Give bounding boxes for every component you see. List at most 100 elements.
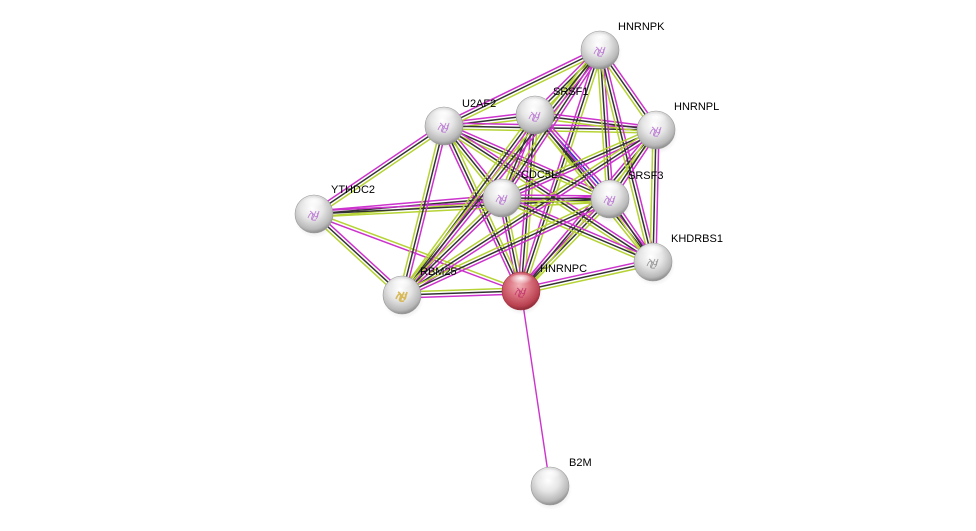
node-label: KHDRBS1 — [671, 233, 723, 245]
edge-line-experimental — [403, 199, 505, 298]
edge-line-coexpression — [401, 49, 601, 296]
edge-hnrnpl-cdc5l[interactable] — [500, 126, 658, 202]
node-b2m[interactable]: B2M — [530, 457, 592, 510]
edge-line-textmining — [444, 52, 602, 130]
node-highlight — [641, 245, 665, 258]
node-highlight — [432, 109, 456, 122]
edge-line-experimental — [520, 290, 551, 487]
edge-line-experimental — [502, 194, 655, 260]
edge-cdc5l-rbm25[interactable] — [399, 195, 505, 298]
node-label: U2AF2 — [462, 98, 496, 110]
edge-line-textmining — [398, 125, 442, 295]
node-label: HNRNPK — [618, 21, 665, 33]
edge-line-experimental — [442, 46, 600, 124]
edge-line-textmining — [398, 112, 534, 294]
edge-line-textmining — [399, 195, 501, 294]
edge-line-coexpression — [599, 49, 654, 263]
edge-line-coexpression — [501, 197, 654, 263]
protein-structure-icon — [437, 122, 450, 133]
node-hnrnpk[interactable]: HNRNPK — [580, 21, 665, 74]
protein-structure-icon — [603, 195, 616, 206]
node-label: CDC5L — [521, 169, 557, 181]
node-highlight — [644, 113, 668, 126]
node-label: YTHDC2 — [331, 184, 375, 196]
node-hnrnpc[interactable]: HNRNPC — [501, 263, 587, 315]
node-label: HNRNPL — [674, 101, 719, 113]
edge-hnrnpc-ythdc2[interactable] — [313, 211, 522, 294]
edge-hnrnpk-khdrbs1[interactable] — [596, 49, 657, 263]
edge-line-coexpression — [443, 49, 601, 127]
edge-line-textmining — [399, 126, 655, 294]
edge-line-coexpression — [401, 198, 611, 296]
protein-structure-icon — [395, 291, 408, 302]
node-highlight — [490, 181, 514, 194]
edge-u2af2-rbm25[interactable] — [398, 125, 448, 296]
edge-cdc5l-khdrbs1[interactable] — [500, 194, 655, 266]
edge-line-experimental — [404, 126, 448, 296]
edge-line-coexpression — [520, 261, 654, 292]
edge-line-experimental — [313, 214, 521, 294]
node-highlight — [598, 182, 622, 195]
edge-line-textmining — [400, 195, 610, 293]
edge-hnrnpc-b2m[interactable] — [520, 290, 551, 487]
node-hnrnpl[interactable]: HNRNPL — [636, 101, 719, 154]
protein-structure-icon — [307, 210, 320, 221]
edge-line-coexpression — [401, 114, 536, 296]
edge-line-textmining — [314, 211, 522, 291]
node-label: SRSF1 — [553, 86, 588, 98]
node-srsf1[interactable]: SRSF1 — [515, 86, 588, 139]
node-ythdc2[interactable]: YTHDC2 — [294, 184, 375, 238]
edge-line-textmining — [399, 47, 599, 294]
edge-line-experimental — [502, 132, 658, 202]
edge-line-experimental — [403, 131, 659, 299]
node-highlight — [538, 469, 562, 482]
edge-line-coexpression — [401, 197, 503, 296]
edge-line-experimental — [445, 122, 656, 261]
edge-hnrnpk-srsf3[interactable] — [596, 49, 614, 200]
edge-line-coexpression — [599, 49, 611, 200]
edge-line-textmining — [521, 264, 654, 295]
node-khdrbs1[interactable]: KHDRBS1 — [633, 233, 723, 286]
edge-hnrnpc-hnrnpl[interactable] — [518, 127, 659, 294]
edge-line-coexpression — [501, 129, 657, 199]
node-highlight — [509, 274, 533, 287]
protein-structure-icon — [593, 46, 606, 57]
node-label: B2M — [569, 457, 592, 469]
edge-line-coexpression — [401, 125, 445, 296]
edge-line-textmining — [596, 50, 608, 200]
edge-line-textmining — [442, 128, 610, 203]
node-highlight — [523, 98, 547, 111]
protein-structure-icon — [495, 194, 508, 205]
node-label: RBM25 — [420, 266, 457, 278]
edge-line-coexpression — [443, 125, 611, 200]
node-highlight — [390, 278, 414, 291]
edge-line-textmining — [532, 116, 652, 265]
edge-line-coexpression — [520, 49, 601, 292]
protein-structure-icon — [649, 126, 662, 137]
edge-line-textmining — [522, 131, 659, 294]
protein-structure-icon — [514, 287, 527, 298]
edge-line-experimental — [311, 122, 443, 213]
node-rbm25[interactable]: RBM25 — [382, 266, 457, 319]
edge-line-textmining — [315, 127, 447, 218]
node-u2af2[interactable]: U2AF2 — [424, 98, 496, 150]
edge-line-textmining — [596, 50, 651, 263]
edge-line-coexpression — [520, 129, 657, 292]
node-srsf3[interactable]: SRSF3 — [590, 170, 663, 223]
node-highlight — [302, 197, 326, 210]
edges-layer — [311, 46, 660, 487]
edge-ythdc2-u2af2[interactable] — [311, 122, 447, 218]
edge-srsf3-rbm25[interactable] — [400, 195, 612, 299]
node-highlight — [588, 33, 612, 46]
node-cdc5l[interactable]: CDC5L — [482, 169, 557, 222]
edge-line-experimental — [602, 49, 657, 262]
edge-line-textmining — [500, 126, 656, 196]
protein-structure-icon — [646, 258, 659, 269]
edge-hnrnpc-khdrbs1[interactable] — [520, 258, 654, 295]
edge-line-experimental — [518, 127, 655, 290]
edge-u2af2-hnrnpk[interactable] — [442, 46, 602, 130]
edge-line-coexpression — [443, 125, 654, 263]
edge-line-textmining — [500, 200, 653, 266]
